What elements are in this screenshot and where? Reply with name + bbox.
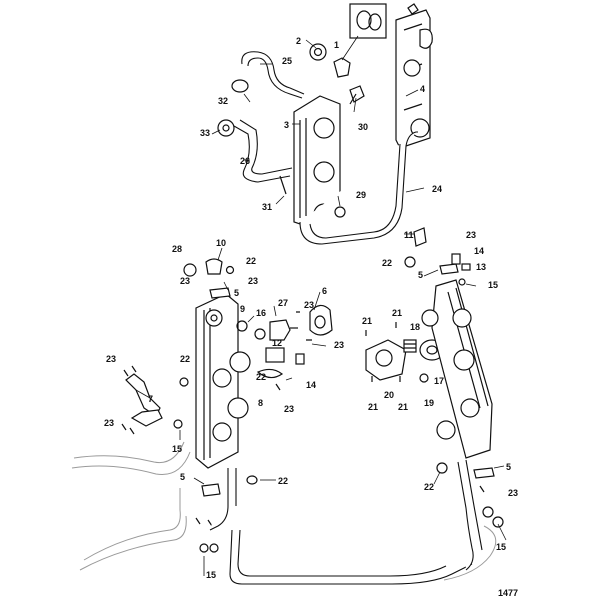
regulator-20: [365, 339, 407, 381]
callout-23: 23: [180, 276, 190, 286]
bracket-5: [209, 287, 231, 299]
callout-31: 31: [262, 202, 272, 212]
callout-21: 21: [362, 316, 372, 326]
callout-23: 23: [284, 404, 294, 414]
callout-15: 15: [206, 570, 216, 580]
callout-5: 5: [418, 270, 423, 280]
callout-29: 29: [356, 190, 366, 200]
callout-32: 32: [218, 96, 228, 106]
callout-33: 33: [200, 128, 210, 138]
callout-14: 14: [474, 246, 484, 256]
callout-5: 5: [180, 472, 185, 482]
leader-lines: [135, 35, 507, 576]
callout-3: 3: [284, 120, 289, 130]
lower-right-fuel-rail: [404, 227, 504, 528]
callout-22: 22: [246, 256, 256, 266]
callout-15: 15: [496, 542, 506, 552]
fitting-11: [413, 227, 427, 247]
clamp-32: [231, 79, 249, 93]
clamp-33: [217, 119, 235, 137]
callout-17: 17: [434, 376, 444, 386]
callout-30: 30: [358, 122, 368, 132]
callout-2: 2: [296, 36, 301, 46]
clip-8: [256, 368, 284, 379]
callout-23: 23: [334, 340, 344, 350]
callout-18: 18: [410, 322, 420, 332]
callout-27: 27: [278, 298, 288, 308]
callout-23: 23: [248, 276, 258, 286]
o-ring-kit-box: [349, 3, 387, 39]
o-ring-28: [183, 263, 197, 277]
cap-10: [205, 258, 223, 275]
connector-12: [265, 347, 285, 363]
filter-18: [403, 339, 417, 353]
center-components: [236, 304, 445, 391]
bracket-6: [309, 304, 333, 336]
callout-19: 19: [424, 398, 434, 408]
callout-5: 5: [506, 462, 511, 472]
hose-25: [241, 51, 305, 95]
callout-22: 22: [180, 354, 190, 364]
lower-left-fuel-rail: [121, 258, 251, 469]
callout-23: 23: [466, 230, 476, 240]
plug-29: [334, 206, 346, 218]
callout-5: 5: [234, 288, 239, 298]
callout-28: 28: [172, 244, 182, 254]
callout-6: 6: [322, 286, 327, 296]
callout-22: 22: [256, 372, 266, 382]
callout-7: 7: [148, 394, 153, 404]
callout-20: 20: [384, 390, 394, 400]
bracket-7: [125, 373, 161, 417]
callout-15: 15: [172, 444, 182, 454]
callout-16: 16: [256, 308, 266, 318]
callout-23: 23: [106, 354, 116, 364]
callout-15: 15: [488, 280, 498, 290]
callout-21: 21: [368, 402, 378, 412]
callout-11: 11: [404, 230, 414, 240]
o-ring-9: [236, 320, 248, 332]
pin-31: [279, 175, 287, 195]
callout-26: 26: [240, 156, 250, 166]
callout-1: 1: [334, 40, 339, 50]
callout-23: 23: [104, 418, 114, 428]
callout-22: 22: [278, 476, 288, 486]
callout-23: 23: [508, 488, 518, 498]
callout-25: 25: [282, 56, 292, 66]
callout-21: 21: [398, 402, 408, 412]
callout-10: 10: [216, 238, 226, 248]
lower-hoses: [71, 441, 497, 585]
fitting-1: [333, 57, 351, 78]
callout-4: 4: [420, 84, 425, 94]
callout-24: 24: [432, 184, 442, 194]
callout-8: 8: [258, 398, 263, 408]
sensor-27: [269, 319, 291, 341]
grommet-2: [309, 43, 327, 61]
callout-14: 14: [306, 380, 316, 390]
upper-fuel-rail-assembly: [217, 3, 433, 245]
callout-23: 23: [304, 300, 314, 310]
callout-21: 21: [392, 308, 402, 318]
drawing-number: 1477: [498, 588, 518, 598]
clip-30: [349, 85, 365, 105]
callout-13: 13: [476, 262, 486, 272]
callout-22: 22: [382, 258, 392, 268]
callout-12: 12: [272, 338, 282, 348]
callout-9: 9: [240, 304, 245, 314]
callout-22: 22: [424, 482, 434, 492]
